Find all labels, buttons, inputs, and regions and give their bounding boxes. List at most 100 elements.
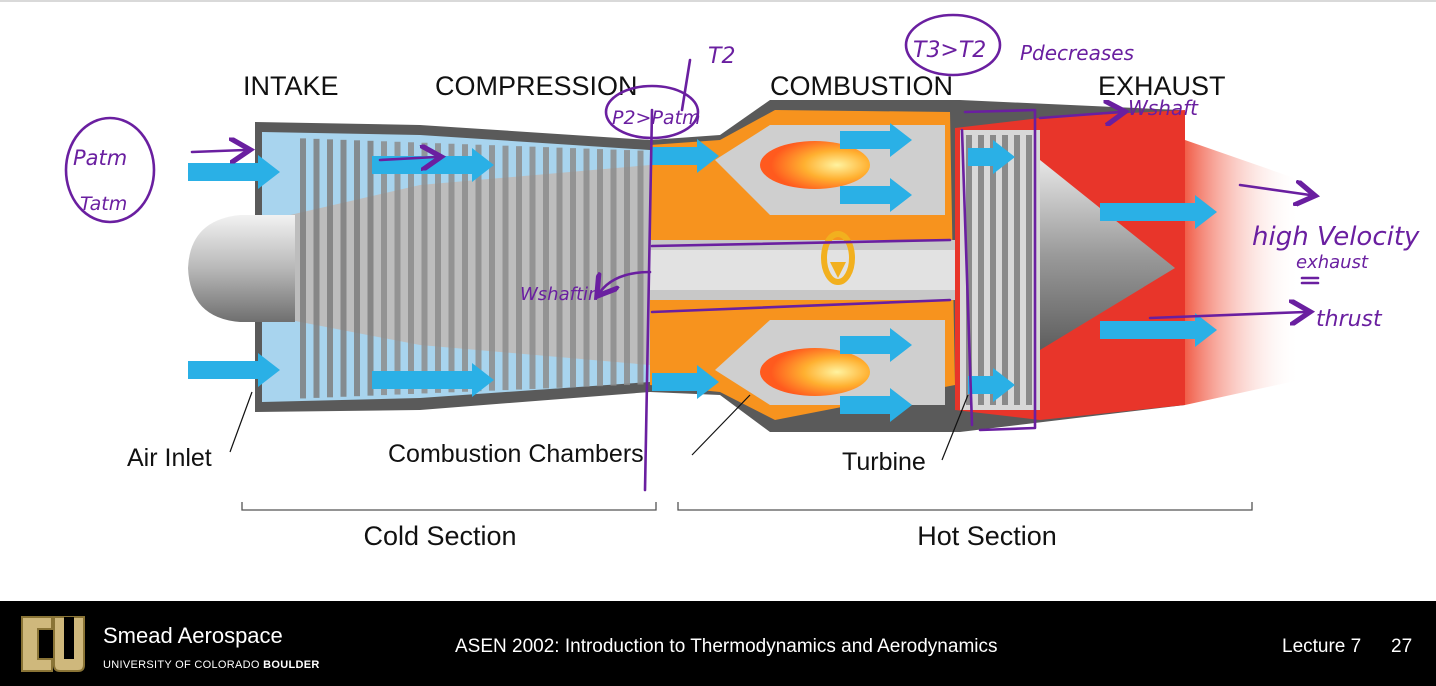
flow-arrow-head	[258, 353, 280, 387]
annotation-exhaust: exhaust	[1296, 252, 1369, 273]
flow-arrow-head	[472, 148, 494, 182]
exhaust-cone	[1040, 160, 1175, 350]
compressor-blade	[475, 144, 482, 392]
arrow-thrust	[1148, 312, 1305, 318]
compressor-blade	[340, 139, 347, 397]
annotation-thrust: thrust	[1316, 307, 1383, 332]
flow-arrow-body	[188, 163, 258, 181]
annotation-tatm: Tatm	[80, 193, 127, 215]
turbine-blade	[966, 135, 972, 405]
turbine-blade	[1026, 135, 1032, 405]
turbine-blade	[1002, 135, 1008, 405]
turbine-blades	[966, 135, 1032, 405]
flow-arrow-body	[968, 376, 993, 394]
course-title: ASEN 2002: Introduction to Thermodynamic…	[455, 636, 998, 657]
compressor-blade	[556, 147, 563, 388]
flow-arrow-head	[993, 368, 1015, 402]
annotation-t2: T2	[708, 44, 735, 69]
flow-arrow-body	[1100, 321, 1195, 339]
stage-label-combustion: COMBUSTION	[770, 71, 953, 101]
leader-turbine	[941, 394, 969, 461]
compressor-blade	[637, 150, 644, 385]
stage-label-compression: COMPRESSION	[435, 71, 638, 101]
flame-bottom	[760, 348, 870, 396]
flow-arrow-head	[697, 365, 719, 399]
jet-engine-diagram: INTAKE COMPRESSION COMBUSTION EXHAUST Ai…	[64, 13, 1420, 551]
flow-arrow-head	[890, 178, 912, 212]
flow-arrow-body	[1100, 203, 1195, 221]
arrow-inlet-ink	[190, 150, 245, 152]
compressor-blade	[462, 144, 468, 392]
flow-arrow-head	[1195, 313, 1217, 347]
label-combustion-chambers: Combustion Chambers	[388, 440, 644, 468]
cu-logo-icon	[21, 616, 85, 672]
annotation-p-decreases: Pdecreases	[1020, 41, 1134, 65]
rotation-arrow-head	[830, 262, 846, 278]
compressor-blade	[610, 149, 617, 386]
circle-t3-t2	[904, 13, 1002, 77]
annotation-w-shaft-in: Wshaftin	[520, 284, 599, 305]
flow-arrow-head	[258, 155, 280, 189]
compressor-blade	[597, 149, 603, 387]
brand-subtitle-part: UNIVERSITY OF COLORADO	[103, 659, 264, 671]
stage-label-exhaust: EXHAUST	[1098, 71, 1226, 101]
label-cold-section: Cold Section	[363, 521, 516, 551]
flow-arrow-head	[1195, 195, 1217, 229]
compressor-blade	[394, 141, 401, 395]
compressor-blade	[327, 139, 333, 398]
annotation-w-shaft: Wshaft	[1128, 96, 1199, 120]
compressor-blade	[502, 145, 509, 391]
compressor-blade	[421, 142, 428, 394]
flow-arrow-body	[372, 371, 472, 389]
compressor-blades	[300, 138, 644, 399]
brand-name: Smead Aerospace	[103, 623, 283, 648]
shaft-rotation-arrow	[821, 231, 855, 285]
compressor-blade	[583, 148, 590, 387]
slide-footer: Smead Aerospace UNIVERSITY OF COLORADO B…	[0, 601, 1436, 686]
arrow-compression-ink	[378, 157, 436, 160]
annotation-p2-patm: P2>Patm	[612, 107, 701, 129]
vertical-line-station-3	[960, 128, 974, 427]
compressor-blade	[408, 142, 414, 394]
ink-stroke-t2	[680, 58, 692, 112]
turbine-blade	[978, 135, 984, 405]
flow-arrow-head	[697, 139, 719, 173]
compressor-blade	[300, 138, 306, 399]
flow-arrow-body	[652, 373, 697, 391]
stage-label-intake: INTAKE	[243, 71, 339, 101]
flow-arrow-head	[890, 388, 912, 422]
compressor-blade	[543, 147, 549, 389]
nose-hub	[188, 215, 295, 322]
label-air-inlet: Air Inlet	[127, 444, 212, 472]
compressor-blade	[435, 143, 441, 393]
page-number: 27	[1391, 636, 1413, 657]
shaft-line-top	[650, 238, 952, 248]
flow-arrow-body	[840, 186, 890, 204]
leader-combustion-chambers	[691, 394, 751, 456]
compressor-blade	[570, 148, 576, 388]
arrow-w-shaft-in	[600, 270, 652, 292]
vertical-line-station-2	[643, 108, 654, 492]
shaft-line-bottom	[650, 298, 952, 314]
compressor-blade	[354, 140, 360, 397]
arrow-high-velocity	[1238, 185, 1310, 195]
compressor-blade	[624, 150, 630, 386]
compressor-blade	[448, 143, 455, 393]
flow-arrow-head	[890, 328, 912, 362]
compressor-blade	[381, 141, 387, 396]
flame-top	[760, 141, 870, 189]
compressor-blade	[313, 138, 320, 398]
top-divider	[0, 0, 1436, 2]
flow-arrow-body	[652, 147, 697, 165]
annotation-patm: Patm	[73, 146, 127, 170]
brand-subtitle: UNIVERSITY OF COLORADO BOULDER	[103, 659, 320, 671]
flow-arrow-body	[188, 361, 258, 379]
turbine-blade	[1014, 135, 1020, 405]
brand-subtitle-bold: BOULDER	[263, 659, 320, 671]
cold-section-bracket	[241, 502, 657, 511]
leader-air-inlet	[229, 391, 253, 453]
turbine-blade	[990, 135, 996, 405]
lecture-label: Lecture 7	[1282, 636, 1362, 657]
handwritten-annotations: Patm Tatm P2>Patm T2 T3>T2 Pdecreases Ws…	[64, 13, 1420, 492]
